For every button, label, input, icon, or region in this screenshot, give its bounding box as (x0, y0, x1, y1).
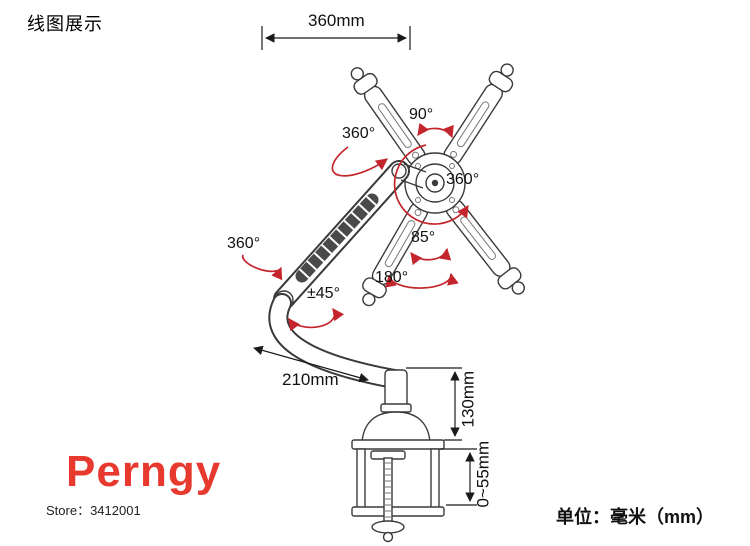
base-dome (361, 411, 431, 443)
tablet-bracket (350, 63, 525, 307)
angle-tilt-up: 90° (409, 106, 434, 123)
dimension-arm-length: 210mm (282, 370, 339, 389)
bracket-hub (404, 152, 466, 214)
wing-knob (371, 520, 405, 534)
tilt-85-arrow (410, 247, 452, 266)
angle-arm-rotate: 360° (227, 235, 261, 252)
dimension-0-55mm-lines (440, 448, 477, 506)
rotate-360-top-arrow (331, 146, 388, 177)
dimension-130mm-lines (406, 367, 462, 441)
angle-swivel: 180° (375, 269, 409, 286)
angle-tilt-down: 85° (411, 229, 436, 246)
brand-logo: Perngy (66, 447, 222, 496)
lower-arm (268, 293, 404, 389)
dimension-clamp-range: 0~55mm (473, 440, 493, 508)
bracket-arm-lower-right (445, 199, 525, 295)
bracket-arm-upper-left (350, 67, 426, 166)
swivel-180-arrow (385, 272, 459, 289)
arm-rotate-360-arrow (241, 254, 283, 281)
dimension-360mm-lines (261, 26, 411, 50)
arm-tilt-45-arrow (288, 308, 345, 332)
clamp-base (351, 448, 445, 517)
unit-note: 单位：毫米（mm） (556, 507, 715, 527)
dimension-pole-height: 130mm (458, 370, 478, 428)
angle-arm-tilt: ±45° (307, 285, 340, 302)
tilt-90-arrow (417, 122, 454, 139)
page-title: 线图展示 (27, 14, 103, 34)
hub-rotate-arrow (393, 144, 469, 225)
dimension-210mm-lines (253, 345, 369, 383)
bracket-arm-lower-left (362, 201, 429, 307)
base-plate (351, 439, 445, 450)
bracket-arm-upper-right (443, 63, 514, 166)
desk-pole (351, 369, 445, 450)
rotation-arrows (241, 122, 469, 332)
clamp-screw (370, 450, 406, 543)
angle-rotate-top: 360° (342, 125, 376, 142)
dimension-bracket-width: 360mm (308, 11, 365, 30)
store-id: Store：3412001 (46, 503, 141, 518)
angle-rotate-hub: 360° (446, 171, 480, 188)
